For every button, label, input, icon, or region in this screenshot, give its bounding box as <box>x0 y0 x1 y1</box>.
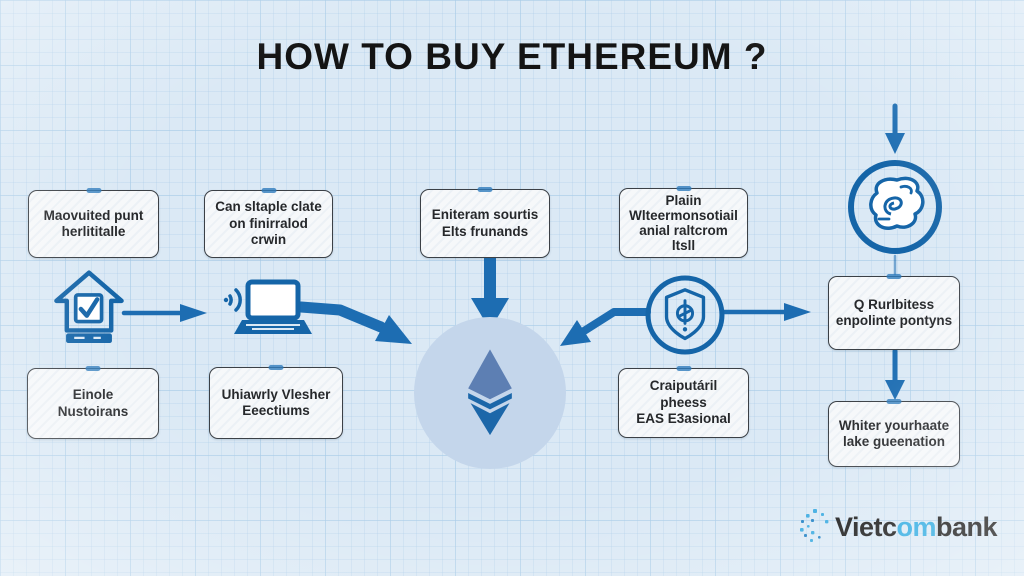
money-circle-icon <box>848 160 942 254</box>
step-text: on finirralod crwin <box>229 215 308 248</box>
step-box-8: Craiputáril pheess EAS E3asional <box>618 366 749 438</box>
connector-nub <box>261 188 276 193</box>
arrow-shield-to-step5 <box>721 303 811 321</box>
brand-prefix: Vietc <box>835 511 897 542</box>
ethereum-emblem-circle <box>414 317 566 469</box>
connector-nub <box>676 366 691 371</box>
step-text: Q Rurlbitess <box>853 296 935 312</box>
step-box-5: Q Rurlbitess enpolinte pontyns <box>828 274 960 350</box>
shield-badge-icon <box>645 275 725 355</box>
step-text: Whiter yourhaate <box>838 417 950 433</box>
laptop-signal-icon <box>223 279 312 334</box>
step-text: Eeectiums <box>242 403 310 418</box>
step-text: enpolinte pontyns <box>835 313 953 328</box>
step-text: Plaiin <box>665 192 702 208</box>
step-text: Can sltaple clate <box>215 199 322 215</box>
step-box-7: Uhiawrly Vlesher Eeectiums <box>209 365 343 439</box>
arrow-house-to-laptop <box>121 304 207 322</box>
step-box-1: Maovuited punt herlititalle <box>28 188 159 258</box>
house-check-icon <box>54 270 124 344</box>
connector-nub <box>886 399 902 404</box>
step-text: Nustoirans <box>57 403 129 419</box>
step-text: Eniteram sourtis <box>431 207 539 223</box>
step-text: anial raltcrom <box>639 223 728 238</box>
vietcombank-wordmark: Vietcombank <box>835 511 998 543</box>
page-title: HOW TO BUY ETHEREUM ? <box>256 36 768 77</box>
step-text: Elts frunands <box>441 223 529 239</box>
arrow-laptop-to-ethereum <box>295 301 412 344</box>
connector-nub <box>268 365 284 370</box>
step-text: EAS E3asional <box>636 411 731 427</box>
step-text: herlititalle <box>61 224 126 239</box>
arrow-step5-to-step9 <box>885 348 905 400</box>
brand-suffix: bank <box>936 511 998 542</box>
arrow-top-to-money-icon <box>885 103 905 154</box>
brand-highlight: om <box>896 511 937 542</box>
arrow-shield-to-ethereum <box>560 308 651 346</box>
connector-nub <box>86 188 101 193</box>
connector-nub <box>886 274 902 279</box>
step-text: Uhiawrly Vlesher <box>221 386 331 402</box>
step-text: Maovuited punt <box>43 207 144 223</box>
step-text: lake gueenation <box>842 434 946 449</box>
connector-nub <box>676 186 691 191</box>
connector-nub <box>85 366 101 371</box>
vietcombank-logo: Vietcombank <box>799 505 998 549</box>
step-box-9: Whiter yourhaate lake gueenation <box>828 399 960 467</box>
step-box-3: Eniteram sourtis Elts frunands <box>420 187 550 258</box>
step-text: Wlteermonsotiail <box>629 207 738 223</box>
step-box-4: Plaiin Wlteermonsotiail anial raltcrom l… <box>619 186 748 258</box>
step-text: Einole <box>72 387 114 403</box>
step-text: Craiputáril pheess <box>649 378 718 410</box>
vietcombank-dots-icon <box>800 509 829 542</box>
ethereum-icon <box>468 349 512 436</box>
connector-nub <box>477 187 493 192</box>
step-box-2: Can sltaple clate on finirralod crwin <box>204 188 333 258</box>
step-box-6: Einole Nustoirans <box>27 366 159 439</box>
step-text: ltsll <box>671 238 696 254</box>
